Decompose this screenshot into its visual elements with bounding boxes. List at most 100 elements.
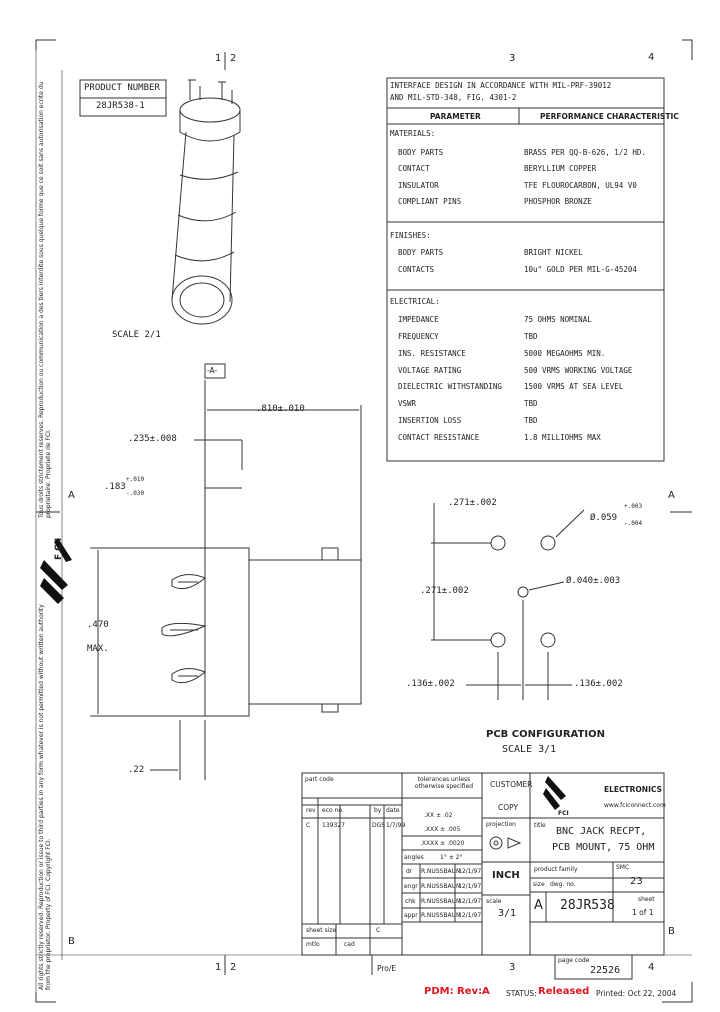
zone-right-a: A bbox=[668, 490, 675, 501]
pcb-dim-271-side: .271±.002 bbox=[420, 586, 469, 596]
date-col: date bbox=[386, 807, 400, 814]
zone-top-2: 2 bbox=[230, 53, 237, 64]
status-badge: Released bbox=[538, 986, 590, 997]
zone-bottom-3: 3 bbox=[509, 962, 516, 973]
page-code-label: page code bbox=[558, 957, 590, 964]
spec-row-label: CONTACTS bbox=[398, 265, 435, 274]
product-number-value: 28JR538-1 bbox=[96, 101, 145, 111]
appr-label: appr bbox=[404, 912, 418, 919]
fci-logo-text: FCI bbox=[54, 534, 64, 560]
electronics-label: ELECTRONICS bbox=[604, 785, 662, 794]
dr-label: dr bbox=[406, 868, 413, 875]
materials-title: MATERIALS: bbox=[390, 129, 436, 138]
rev-col: rev bbox=[306, 807, 316, 814]
website-label: www.fciconnect.com bbox=[604, 802, 666, 809]
sheet-size-label: sheet size bbox=[306, 927, 337, 934]
copy-label: COPY bbox=[498, 803, 519, 812]
spec-row-value: 10u" GOLD PER MIL-G-45204 bbox=[524, 265, 637, 274]
zone-left-a: A bbox=[68, 490, 75, 501]
chk-label: chk bbox=[405, 898, 416, 905]
spec-row-label: INSULATOR bbox=[398, 181, 439, 190]
electrical-title: ELECTRICAL: bbox=[390, 297, 440, 306]
customer-label: CUSTOMER bbox=[490, 780, 533, 789]
datum-a: -A- bbox=[207, 366, 218, 375]
drawing-title-2: PCB MOUNT, 75 OHM bbox=[552, 842, 655, 853]
pcb-dim-040: Ø.040±.003 bbox=[566, 576, 621, 586]
appr-date: 12/1/97 bbox=[458, 912, 482, 919]
spec-row-label: DIELECTRIC WITHSTANDING bbox=[398, 382, 502, 391]
spec-row-value: TBD bbox=[524, 416, 538, 425]
spec-row-value: PHOSPHOR BRONZE bbox=[524, 197, 592, 206]
finishes-title: FINISHES: bbox=[390, 231, 431, 240]
spec-row-value: TFE FLOUROCARBON, UL94 V0 bbox=[524, 181, 637, 190]
dim-183-tol-minus: -.030 bbox=[126, 490, 145, 497]
angles-val: 1° ± 2° bbox=[440, 854, 463, 861]
engr-name: R.NUSSBAUM bbox=[421, 883, 462, 890]
part-code-label: part code bbox=[305, 776, 334, 783]
cad-label: cad bbox=[344, 941, 355, 948]
drawing-title-1: BNC JACK RECPT, bbox=[556, 826, 647, 837]
spec-row-label: CONTACT bbox=[398, 164, 430, 173]
spec-row-label: VSWR bbox=[398, 399, 417, 408]
spec-row-value: TBD bbox=[524, 332, 538, 341]
pcb-dim-136-left: .136±.002 bbox=[406, 679, 455, 689]
rev-val: C bbox=[306, 822, 311, 829]
status-label: STATUS: bbox=[506, 989, 537, 998]
spec-row-label: IMPEDANCE bbox=[398, 315, 439, 324]
pcb-dim-059-plus: +.003 bbox=[624, 503, 643, 510]
smc-value: 23 bbox=[630, 876, 643, 887]
spec-row-label: BODY PARTS bbox=[398, 148, 444, 157]
scale-value: 3/1 bbox=[498, 908, 517, 919]
pcb-dim-136-right: .136±.002 bbox=[574, 679, 623, 689]
spec-row-label: COMPLIANT PINS bbox=[398, 197, 462, 206]
dim-22: .22 bbox=[128, 765, 145, 775]
projection-label: projection bbox=[486, 821, 516, 828]
spec-row-value: BRIGHT NICKEL bbox=[524, 248, 583, 257]
zone-bottom-2: 2 bbox=[230, 962, 237, 973]
interface-line-1: INTERFACE DESIGN IN ACCORDANCE WITH MIL-… bbox=[390, 81, 612, 90]
zone-bottom-4: 4 bbox=[648, 962, 655, 973]
dim-470: .470 bbox=[87, 620, 109, 630]
spec-row-label: BODY PARTS bbox=[398, 248, 444, 257]
units-label: INCH bbox=[492, 870, 520, 881]
by-val: DGS bbox=[372, 822, 386, 829]
scale-label: scale bbox=[486, 898, 502, 905]
chk-date: 12/1/97 bbox=[458, 898, 482, 905]
eco-val: 139327 bbox=[322, 822, 345, 829]
tolerance-header: tolerances unless otherwise specified bbox=[414, 776, 474, 790]
eco-col: eco no. bbox=[322, 807, 344, 814]
spec-row-label: INS. RESISTANCE bbox=[398, 349, 466, 358]
tol-xxxx: .XXXX ± .0020 bbox=[420, 840, 465, 847]
interface-line-2: AND MIL-STD-348, FIG. 4301-2 bbox=[390, 93, 517, 102]
copyright-notice-en: All rights strictly reserved. Reproducti… bbox=[38, 604, 52, 990]
date-val: 1/7/99 bbox=[386, 822, 406, 829]
dwg-number: 28JR538 bbox=[560, 898, 615, 913]
spec-row-value: 500 VRMS WORKING VOLTAGE bbox=[524, 366, 633, 375]
by-col: by bbox=[374, 807, 382, 814]
spec-row-value: 1500 VRMS AT SEA LEVEL bbox=[524, 382, 624, 391]
spec-row-value: 1.8 MILLIOHMS MAX bbox=[524, 433, 601, 442]
size-value: A bbox=[534, 898, 543, 913]
zone-left-b: B bbox=[68, 936, 75, 947]
spec-row-value: BRASS PER QQ-B-626, 1/2 HD. bbox=[524, 148, 646, 157]
tol-xxx: .XXX ± .005 bbox=[424, 826, 461, 833]
spec-row-label: INSERTION LOSS bbox=[398, 416, 462, 425]
spec-row-label: VOLTAGE RATING bbox=[398, 366, 462, 375]
zone-top-4: 4 bbox=[648, 52, 655, 63]
zone-top-1: 1 bbox=[215, 53, 222, 64]
pro-e-label: Pro/E bbox=[377, 964, 397, 973]
pcb-scale: SCALE 3/1 bbox=[502, 744, 557, 755]
dr-name: R.NUSSBAUM bbox=[421, 868, 462, 875]
page-code-value: 22526 bbox=[590, 965, 621, 976]
fci-small-logo-text: FCI bbox=[558, 810, 569, 817]
smc-label: SMC bbox=[616, 864, 630, 871]
spec-row-value: TBD bbox=[524, 399, 538, 408]
spec-row-value: BERYLLIUM COPPER bbox=[524, 164, 597, 173]
col-performance: PERFORMANCE CHARACTERISTIC bbox=[540, 112, 679, 121]
dim-810: .810±.010 bbox=[256, 404, 305, 414]
mtlo-label: mtlo bbox=[306, 941, 320, 948]
zone-bottom-1: 1 bbox=[215, 962, 222, 973]
zone-top-3: 3 bbox=[509, 53, 516, 64]
pcb-dim-059: Ø.059 bbox=[590, 513, 618, 523]
